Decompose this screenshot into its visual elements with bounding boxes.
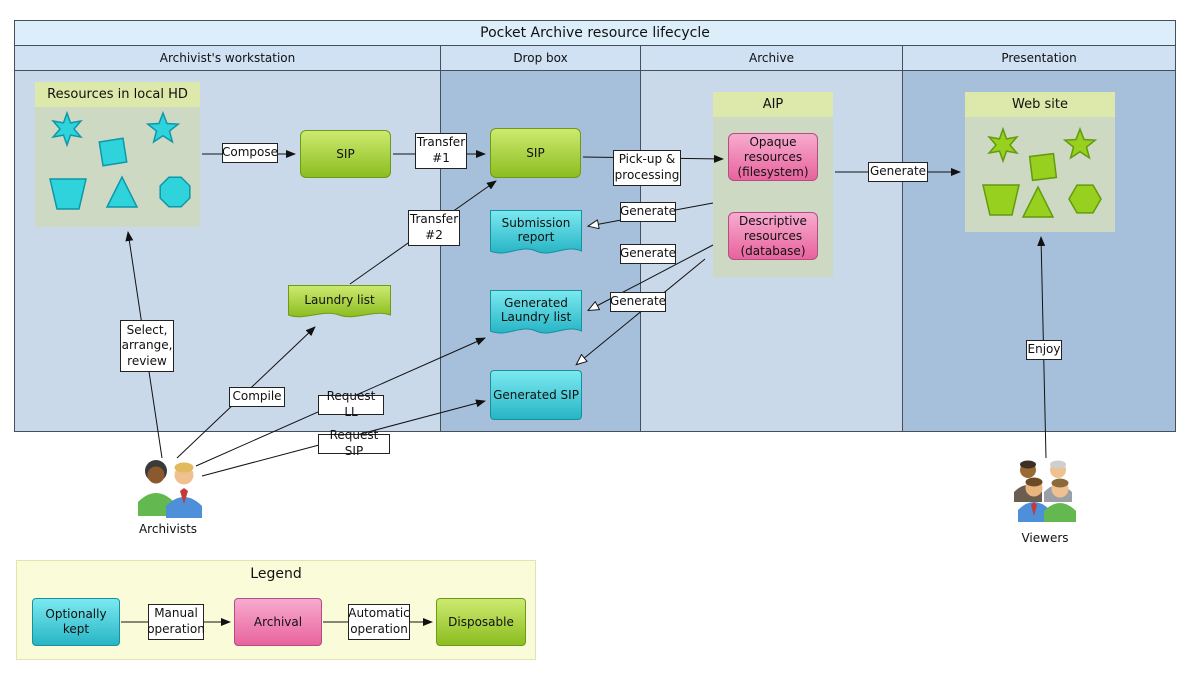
- label-compose: Compose: [222, 143, 278, 163]
- node-sip-dropbox: SIP: [490, 128, 581, 178]
- label-transfer-1: Transfer #1: [415, 133, 467, 169]
- submission-report-label: Submission report: [501, 215, 571, 244]
- label-compile: Compile: [229, 387, 285, 407]
- node-sip-workstation: SIP: [300, 130, 391, 178]
- diagram-title: Pocket Archive resource lifecycle: [14, 20, 1176, 46]
- label-request-sip: Request SIP: [318, 428, 390, 458]
- node-generated-sip: Generated SIP: [490, 370, 582, 420]
- lane-header-workstation: Archivist's workstation: [15, 46, 441, 70]
- lane-header-dropbox: Drop box: [441, 46, 641, 70]
- legend-automatic-operation: Automatic operation: [348, 604, 410, 640]
- aip-title: AIP: [713, 92, 833, 117]
- legend-disposable: Disposable: [436, 598, 526, 646]
- legend-optionally-kept: Optionally kept: [32, 598, 120, 646]
- viewers-icon: [1008, 458, 1080, 528]
- node-descriptive-resources: Descriptive resources (database): [728, 212, 818, 260]
- viewers-label: Viewers: [1021, 531, 1069, 545]
- label-generate-web: Generate: [868, 162, 928, 182]
- label-generate-report: Generate: [620, 202, 676, 222]
- web-site-shapes-icon: [982, 126, 1102, 218]
- archivists-icon: [126, 458, 216, 520]
- lane-header-archive: Archive: [641, 46, 903, 70]
- laundry-list-label: Laundry list: [304, 292, 375, 307]
- legend-title: Legend: [250, 566, 302, 582]
- node-submission-report: Submission report: [490, 210, 582, 260]
- node-opaque-resources: Opaque resources (filesystem): [728, 133, 818, 181]
- lane-header-presentation: Presentation: [903, 46, 1175, 70]
- label-generate-sip: Generate: [610, 292, 666, 312]
- web-site-container: Web site: [965, 92, 1115, 232]
- resources-local-hd-container: Resources in local HD: [35, 82, 200, 227]
- resources-local-hd-title: Resources in local HD: [35, 82, 200, 107]
- legend-manual-operation: Manual operation: [147, 604, 205, 640]
- node-laundry-list: Laundry list: [288, 285, 391, 323]
- label-transfer-2: Transfer #2: [408, 210, 460, 246]
- label-enjoy: Enjoy: [1026, 340, 1062, 360]
- label-pickup-processing: Pick-up & processing: [613, 150, 681, 186]
- legend-archival: Archival: [234, 598, 322, 646]
- generated-laundry-list-label: Generated Laundry list: [500, 295, 572, 324]
- resource-shapes-icon: [49, 110, 191, 210]
- node-generated-laundry-list: Generated Laundry list: [490, 290, 582, 340]
- label-generate-laundry-list: Generate: [620, 244, 676, 264]
- lane-header-row: Archivist's workstation Drop box Archive…: [14, 45, 1176, 71]
- archivists-label: Archivists: [138, 522, 198, 536]
- label-request-ll: Request LL: [318, 389, 384, 419]
- web-site-title: Web site: [965, 92, 1115, 117]
- label-select-arrange-review: Select, arrange, review: [120, 320, 174, 372]
